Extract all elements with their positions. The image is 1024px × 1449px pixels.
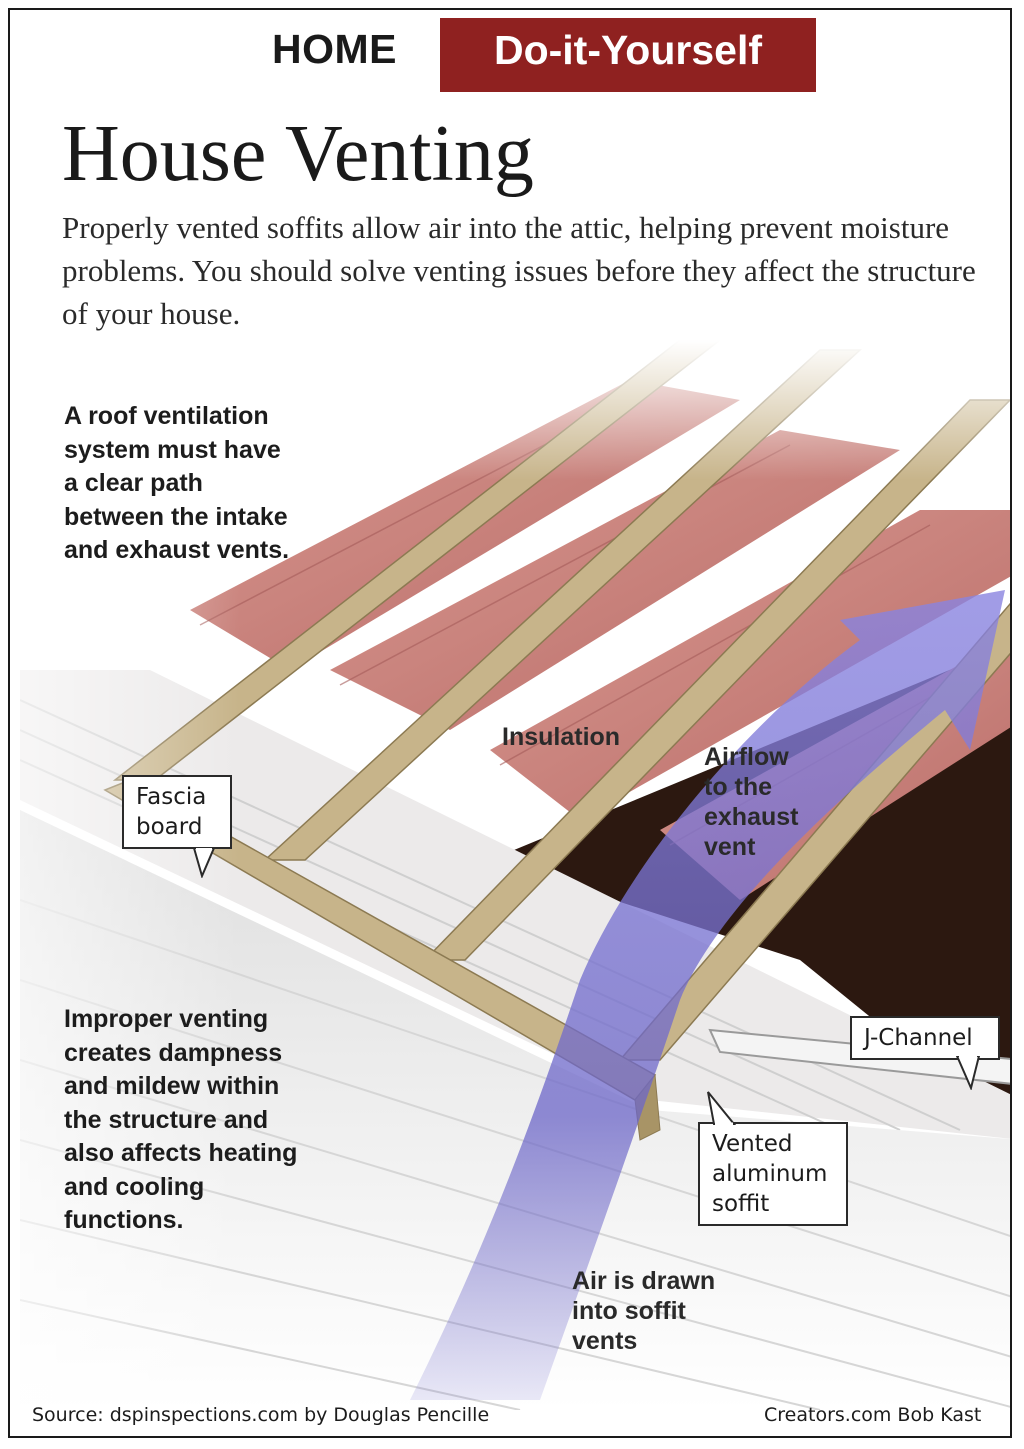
note-ventilation-path: A roof ventilation system must have a cl…	[64, 402, 290, 564]
infographic-frame: HOME Do-it-Yourself House Venting Proper…	[8, 8, 1012, 1438]
label-airflow-exhaust: Airflow to the exhaust vent	[704, 743, 799, 861]
callout-fascia-board: Fascia board	[122, 775, 232, 849]
artist-credit: Creators.com Bob Kast	[764, 1404, 982, 1426]
house-wall-siding	[20, 810, 1010, 1410]
callout-vented-soffit: Vented aluminum soffit	[698, 1122, 848, 1226]
airflow-arrow	[410, 590, 1005, 1400]
header-kicker: HOME	[272, 26, 397, 72]
page-title: House Venting	[62, 110, 534, 198]
insulation-batt	[330, 430, 900, 730]
label-insulation: Insulation	[502, 723, 621, 751]
header-section-banner: Do-it-Yourself	[440, 18, 816, 92]
intro-paragraph: Properly vented soffits allow air into t…	[62, 210, 976, 331]
source-credit: Source: dspinspections.com by Douglas Pe…	[32, 1404, 490, 1426]
label-air-drawn: Air is drawn into soffit vents	[572, 1267, 716, 1355]
callout-pointer	[707, 1091, 737, 1126]
callout-j-channel: J-Channel	[850, 1016, 1000, 1060]
callout-pointer	[955, 1056, 981, 1090]
note-improper-venting: Improper venting creates dampness and mi…	[64, 1005, 298, 1234]
callout-pointer	[192, 848, 216, 878]
